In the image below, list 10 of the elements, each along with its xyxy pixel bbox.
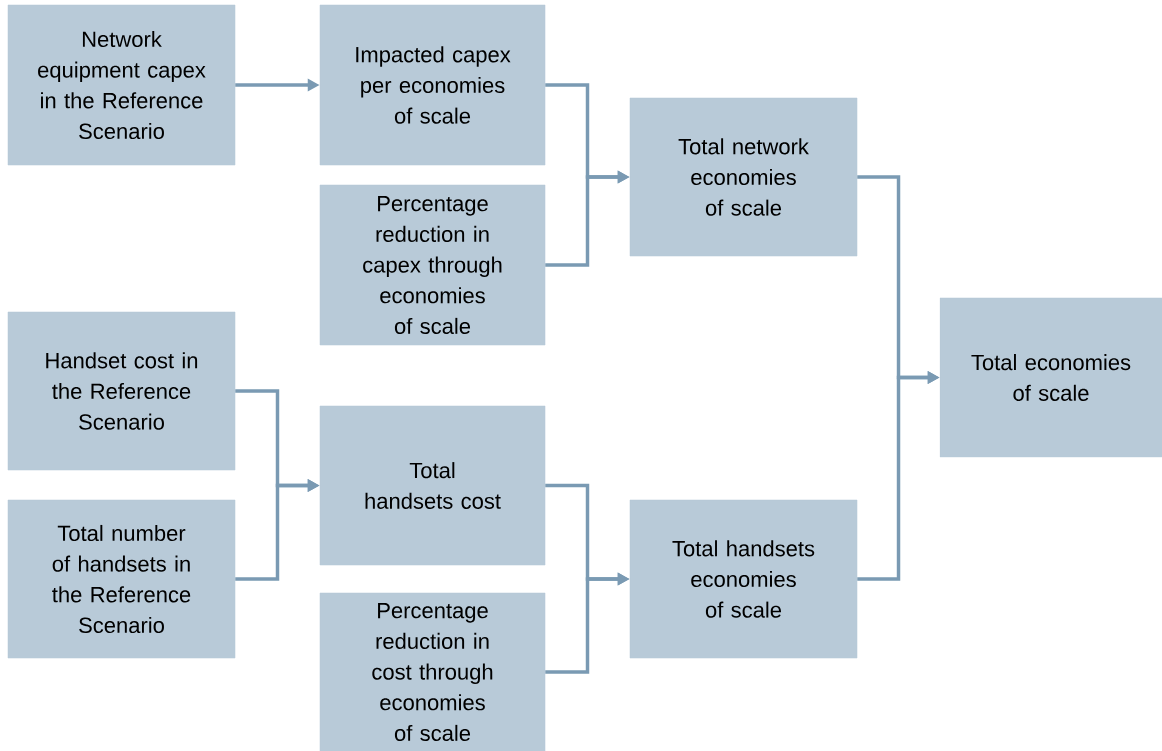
process-box: Total handsets cost (319, 405, 546, 566)
process-box: Total network economies of scale (629, 97, 858, 257)
process-box: Impacted capex per economies of scale (319, 4, 546, 166)
process-box: Network equipment capex in the Reference Scenario (7, 4, 236, 166)
process-box: Percentage reduction in capex through economies of scale (319, 184, 546, 346)
process-box: Total economies of scale (939, 297, 1162, 458)
process-box: Total number of handsets in the Reference Scenario (7, 499, 236, 659)
process-box: Handset cost in the Reference Scenario (7, 311, 236, 471)
process-box: Percentage reduction in cost through economies of scale (319, 592, 546, 751)
process-box: Total handsets economies of scale (629, 499, 858, 659)
